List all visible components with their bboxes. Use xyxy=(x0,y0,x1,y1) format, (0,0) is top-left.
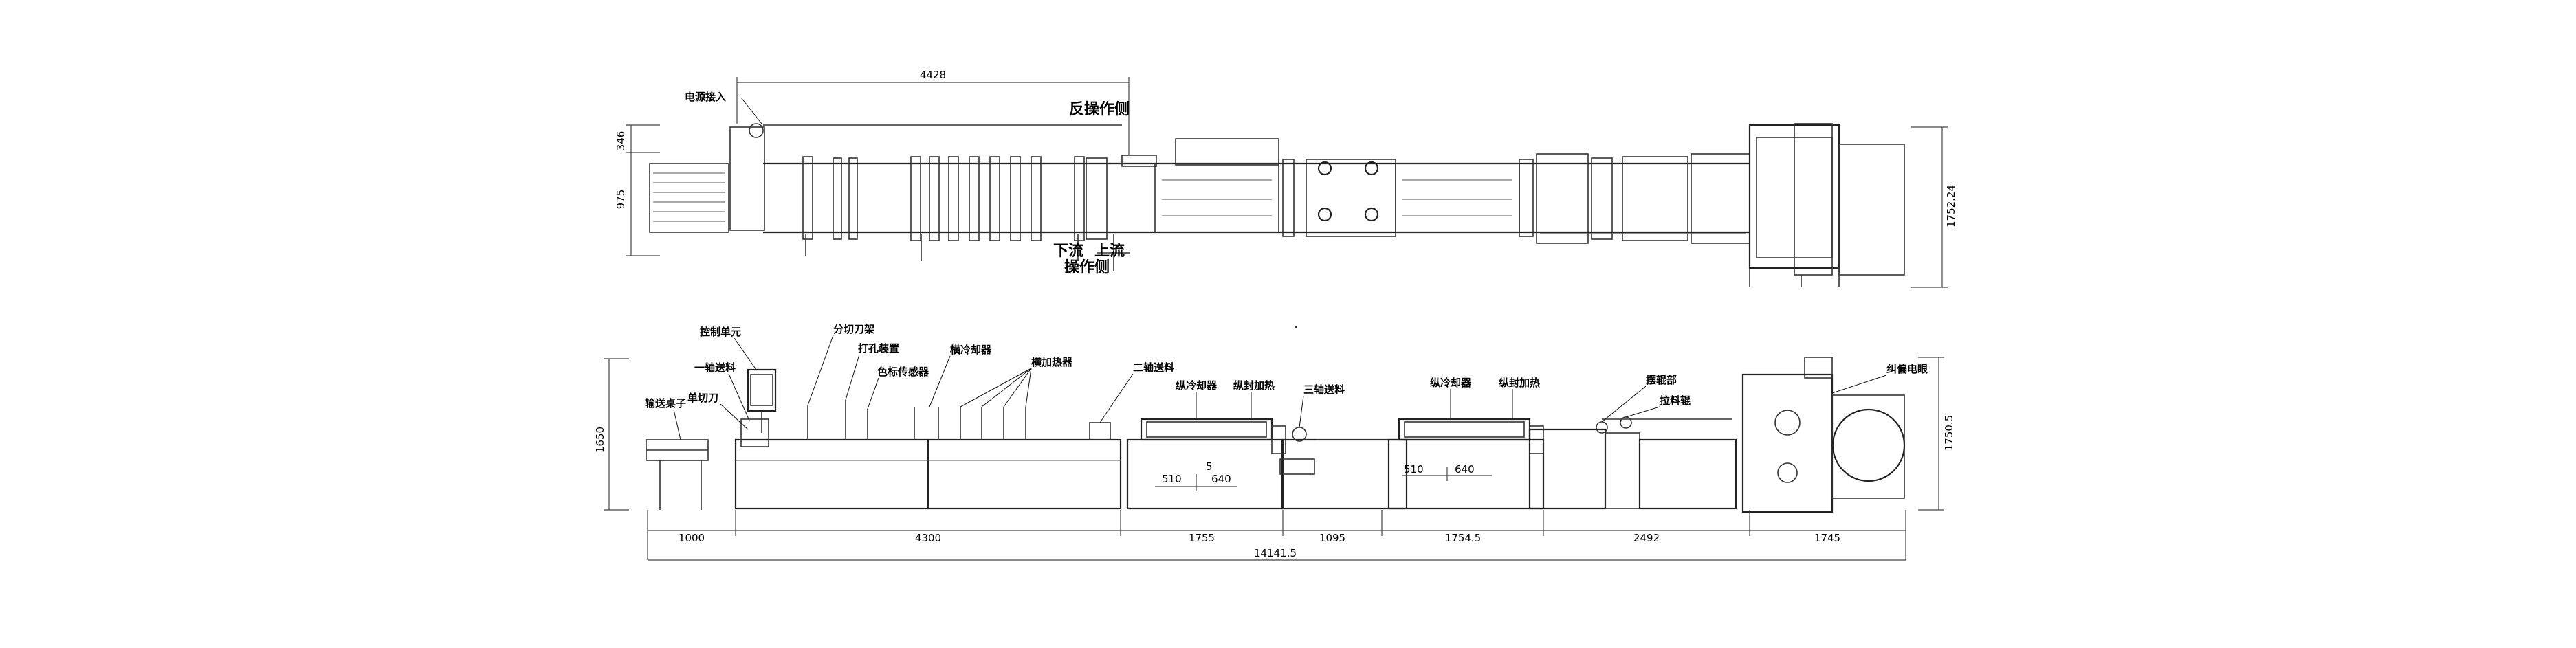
dim-total-length: 14141.5 xyxy=(1254,547,1297,559)
label-first-axis-feed: 一轴送料 xyxy=(694,361,736,374)
dim-bottom-1000: 1000 xyxy=(679,532,705,544)
dim-bottom-1745: 1745 xyxy=(1814,532,1840,544)
label-conveyor-table: 输送桌子 xyxy=(645,397,686,410)
dim-1752-24: 1752.24 xyxy=(1945,185,1957,227)
label-upstream: 上流 xyxy=(1094,242,1125,260)
label-color-sensor: 色标传感器 xyxy=(877,366,929,378)
dim-bottom-2492: 2492 xyxy=(1633,532,1660,544)
dim-height-1650: 1650 xyxy=(594,427,606,453)
top-stations-a xyxy=(802,156,1108,241)
label-long-seal-heat-1: 纵封加热 xyxy=(1233,379,1275,392)
label-cross-cooler: 横冷却器 xyxy=(950,344,992,356)
label-long-cooler-2: 纵冷却器 xyxy=(1430,377,1472,389)
dim-640-b: 640 xyxy=(1455,463,1475,476)
dim-height-1750-5: 1750.5 xyxy=(1943,415,1955,451)
dim-510-b: 510 xyxy=(1404,463,1424,476)
label-power-input: 电源接入 xyxy=(685,91,726,103)
label-swing-roller: 摆辊部 xyxy=(1646,374,1677,386)
dim-640-a: 640 xyxy=(1211,473,1231,485)
dim-4428: 4428 xyxy=(920,69,946,81)
dim-bottom-1095: 1095 xyxy=(1319,532,1345,544)
top-plan-view: 4428 346 975 1752.24 电源接入 xyxy=(615,69,1957,288)
label-pull-roller: 拉料辊 xyxy=(1660,394,1691,407)
label-reverse-operation-side: 反操作侧 xyxy=(1069,101,1130,118)
label-single-knife: 单切刀 xyxy=(687,392,718,404)
dim-510-a: 510 xyxy=(1162,473,1182,485)
label-downstream: 下流 xyxy=(1053,242,1083,260)
label-correction-eye: 纠偏电眼 xyxy=(1886,363,1928,375)
side-stations-a xyxy=(807,400,1111,440)
label-second-axis-feed: 二轴送料 xyxy=(1133,361,1174,374)
dim-bottom-4300: 4300 xyxy=(915,532,941,544)
label-cross-heater: 横加热器 xyxy=(1031,356,1073,368)
label-long-seal-heat-2: 纵封加热 xyxy=(1499,377,1540,389)
side-elevation-view: 1650 1750.5 xyxy=(594,323,1955,561)
dim-bottom-1754-5: 1754.5 xyxy=(1445,532,1482,544)
label-third-axis-feed: 三轴送料 xyxy=(1303,383,1345,396)
dim-975: 975 xyxy=(615,190,627,210)
label-punching-device: 打孔装置 xyxy=(858,342,899,355)
label-long-cooler-1: 纵冷却器 xyxy=(1176,379,1218,392)
label-control-unit: 控制单元 xyxy=(700,326,741,338)
dim-bottom-1755: 1755 xyxy=(1189,532,1215,544)
dim-346: 346 xyxy=(615,131,627,151)
drawing-dot xyxy=(1295,326,1297,328)
label-slitting-knife: 分切刀架 xyxy=(833,323,874,335)
dim-5: 5 xyxy=(1206,460,1213,473)
label-operation-side: 操作侧 xyxy=(1064,259,1110,276)
